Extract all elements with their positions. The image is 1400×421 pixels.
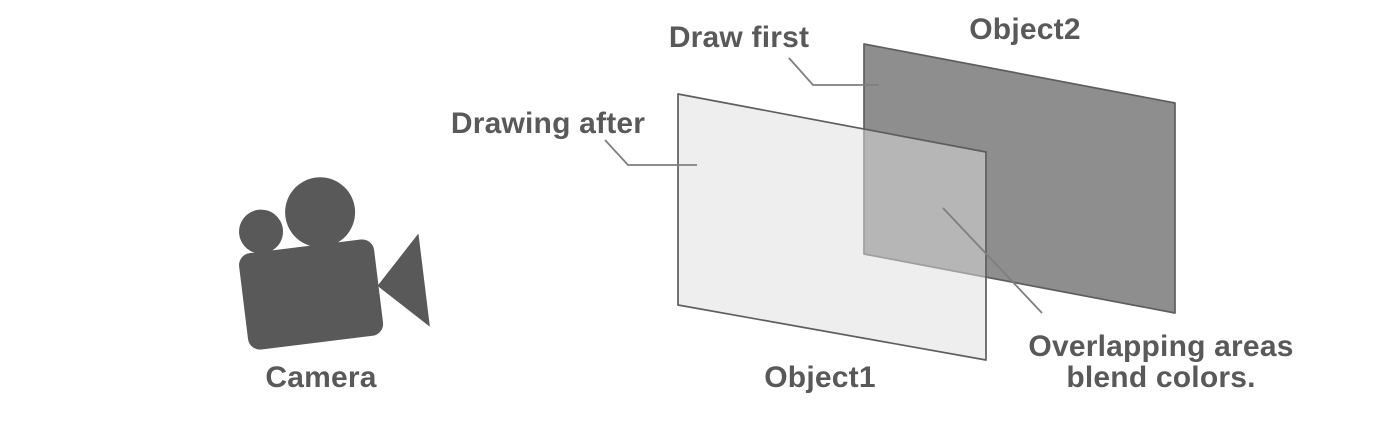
drawing-after-leader-line [604, 139, 697, 166]
label-drawing-after: Drawing after [450, 107, 646, 140]
camera-reel-large [285, 177, 356, 248]
camera-lens-triangle [377, 233, 430, 327]
overlap-leader-line [942, 207, 1043, 314]
object1-plane [677, 93, 987, 361]
label-draw-first: Draw first [668, 21, 810, 54]
label-overlap-note: Overlapping areas blend colors. [1028, 331, 1293, 393]
label-overlap-note-line1: Overlapping areas [1028, 330, 1294, 363]
label-object1: Object1 [764, 361, 876, 394]
label-camera: Camera [265, 361, 377, 394]
label-object2: Object2 [969, 13, 1081, 46]
camera-body [239, 239, 384, 350]
camera-reel-small [239, 209, 284, 254]
video-camera-icon [239, 177, 430, 350]
label-overlap-note-line2: blend colors. [1066, 361, 1256, 394]
draw-first-leader-line [788, 57, 879, 86]
